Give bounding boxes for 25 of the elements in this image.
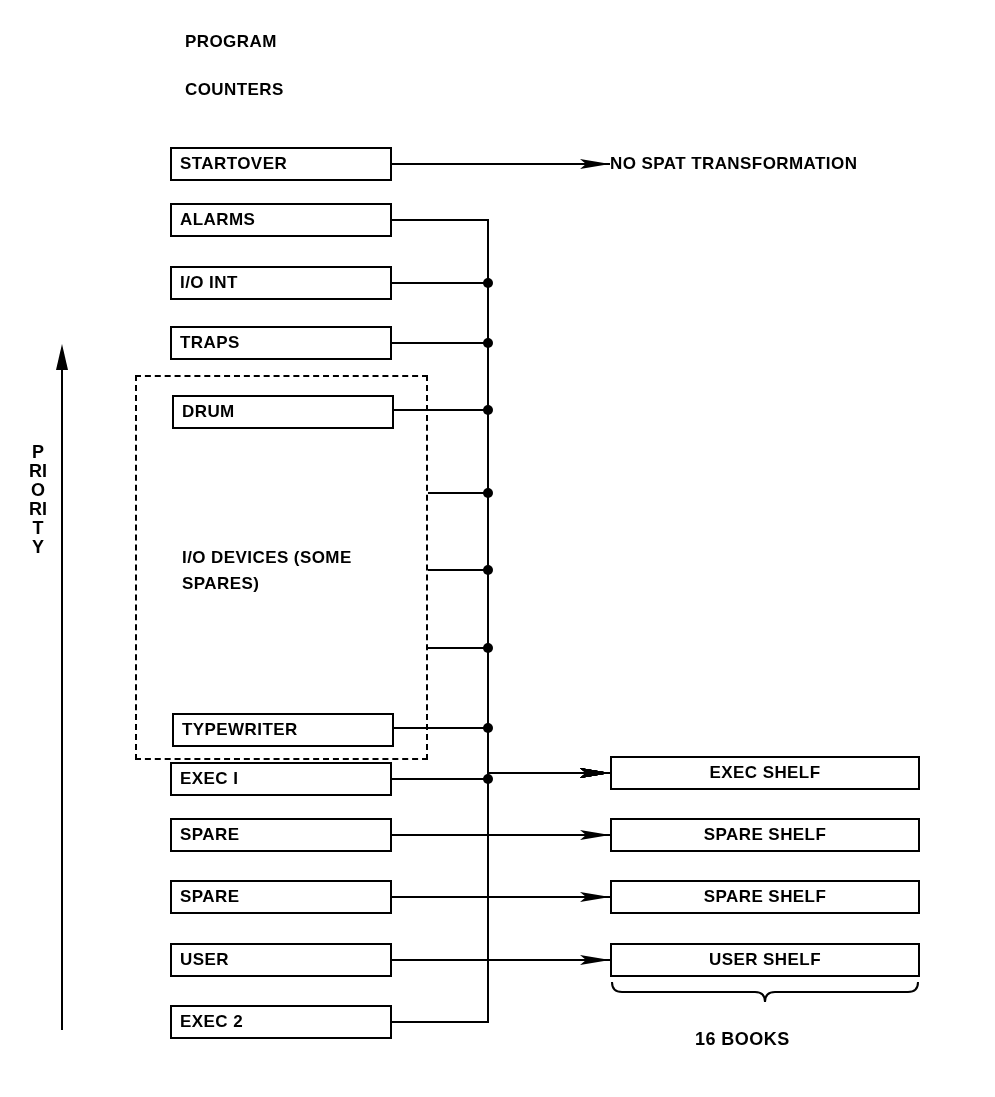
counter-box: DRUM [172, 395, 394, 429]
connector-arrow [391, 892, 611, 902]
group-label: I/O DEVICES (SOME SPARES) [182, 547, 353, 595]
counter-box: I/O INT [170, 266, 392, 300]
counter-box: SPARE [170, 818, 392, 852]
counter-box: SPARE SHELF [610, 880, 920, 914]
counter-box: EXEC I [170, 762, 392, 796]
connector-arrow [391, 955, 611, 965]
output-label: NO SPAT TRANSFORMATION [610, 150, 980, 178]
counter-box: TYPEWRITER [172, 713, 394, 747]
diagram-title: PROGRAM COUNTERS [185, 31, 285, 101]
counter-box: USER SHELF [610, 943, 920, 977]
counter-box: EXEC SHELF [610, 756, 920, 790]
counter-box: TRAPS [170, 326, 392, 360]
connector-arrow [391, 159, 611, 169]
connector-arrow [391, 830, 611, 840]
axis-label: PRIORITY [29, 443, 47, 557]
counter-box: EXEC 2 [170, 1005, 392, 1039]
counter-box: SPARE [170, 880, 392, 914]
counter-box: STARTOVER [170, 147, 392, 181]
counter-box: SPARE SHELF [610, 818, 920, 852]
dashed-group-frame [135, 375, 428, 760]
bracket-label: 16 BOOKS [695, 1028, 790, 1051]
counter-box: ALARMS [170, 203, 392, 237]
counter-box: USER [170, 943, 392, 977]
